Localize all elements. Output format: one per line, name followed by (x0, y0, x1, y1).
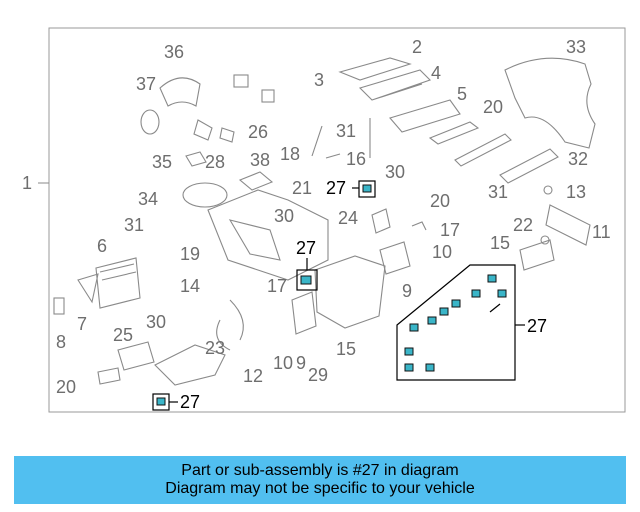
callout-28: 28 (205, 152, 225, 172)
callout-3: 3 (314, 70, 324, 90)
callout-5: 5 (457, 84, 467, 104)
info-banner: Part or sub-assembly is #27 in diagram D… (14, 456, 626, 504)
callout-27a: 27 (326, 178, 346, 198)
diagram-frame (48, 27, 626, 413)
callout-27b: 27 (296, 238, 316, 258)
callout-17: 17 (440, 220, 460, 240)
callout-15b: 15 (336, 339, 356, 359)
callout-18: 18 (280, 144, 300, 164)
callout-12: 12 (243, 366, 263, 386)
callout-9: 9 (296, 353, 306, 373)
banner-line-2: Diagram may not be specific to your vehi… (165, 480, 475, 497)
callout-34: 34 (138, 189, 158, 209)
callout-22: 22 (513, 215, 533, 235)
callout-20c: 20 (56, 377, 76, 397)
callout-26: 26 (248, 122, 268, 142)
callout-20a: 20 (483, 97, 503, 117)
callout-31a: 31 (336, 121, 356, 141)
callout-36: 36 (164, 42, 184, 62)
callout-27d: 27 (180, 392, 200, 412)
callout-labels: 1 2 3 4 5 6 7 8 9 9 10 10 11 12 13 14 15… (22, 37, 611, 412)
callout-13: 13 (566, 182, 586, 202)
callout-27c: 27 (527, 316, 547, 336)
callout-6: 6 (97, 236, 107, 256)
callout-23: 23 (205, 338, 225, 358)
callout-14: 14 (180, 276, 200, 296)
callout-38: 38 (250, 150, 270, 170)
callout-19: 19 (180, 244, 200, 264)
part-27-box (358, 180, 376, 198)
callout-31b: 31 (488, 182, 508, 202)
callout-30b: 30 (146, 312, 166, 332)
callout-17b: 17 (267, 276, 287, 296)
part-27-highlight-group (152, 180, 525, 411)
callout-8: 8 (56, 332, 66, 352)
callout-30a: 30 (385, 162, 405, 182)
callout-15: 15 (490, 233, 510, 253)
callout-16: 16 (346, 149, 366, 169)
callout-4: 4 (431, 63, 441, 83)
callout-2: 2 (412, 37, 422, 57)
callout-31c: 31 (124, 215, 144, 235)
callout-32: 32 (568, 149, 588, 169)
callout-20b: 20 (430, 191, 450, 211)
callout-7: 7 (77, 314, 87, 334)
callout-10b: 10 (273, 353, 293, 373)
callout-33: 33 (566, 37, 586, 57)
banner-line-1: Part or sub-assembly is #27 in diagram (181, 462, 459, 479)
callout-35: 35 (152, 152, 172, 172)
callout-1: 1 (22, 173, 32, 193)
callout-30c: 30 (274, 206, 294, 226)
callout-29: 29 (308, 365, 328, 385)
part-sketches (53, 57, 596, 386)
callout-9b: 9 (402, 281, 412, 301)
callout-21: 21 (292, 178, 312, 198)
callout-24: 24 (338, 208, 358, 228)
part-27-kit-outline (396, 264, 516, 381)
parts-diagram: 1 2 3 4 5 6 7 8 9 9 10 10 11 12 13 14 15… (22, 27, 626, 413)
callout-10: 10 (432, 242, 452, 262)
callout-37: 37 (136, 74, 156, 94)
callout-25: 25 (113, 325, 133, 345)
callout-11: 11 (592, 222, 611, 242)
